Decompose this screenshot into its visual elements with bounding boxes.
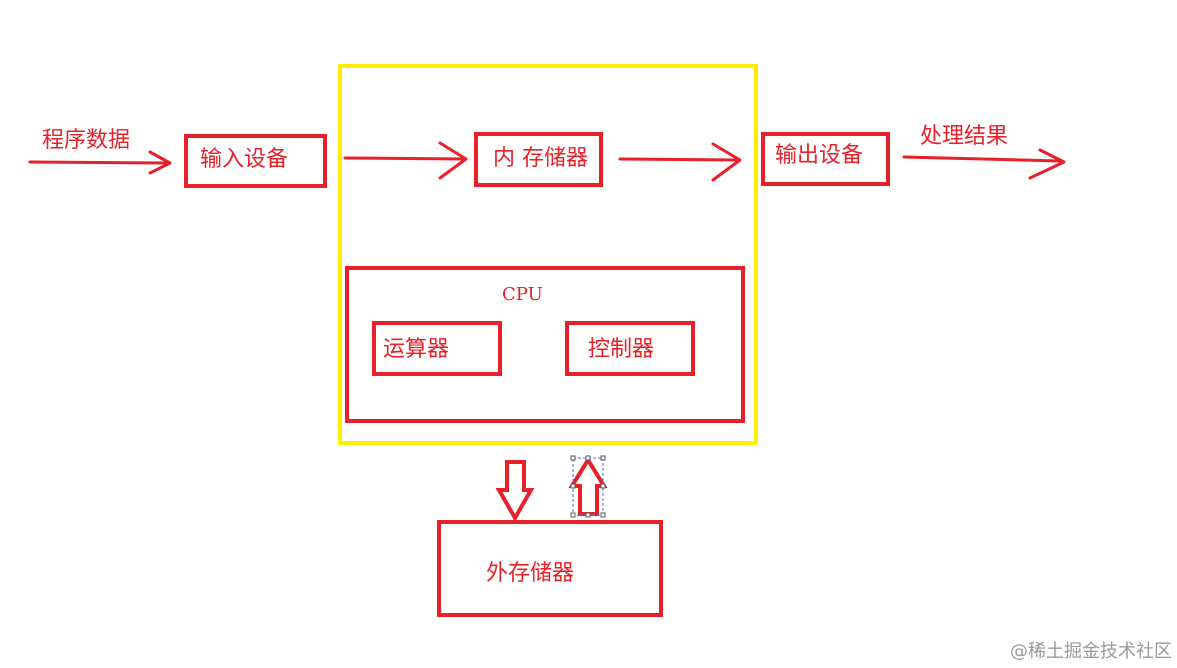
arrow-up-from-external (568, 456, 608, 516)
cpu-box (345, 266, 745, 423)
input-device-label: 输入设备 (200, 147, 289, 172)
controller-label: 控制器 (588, 337, 655, 362)
input-device-box (184, 134, 327, 188)
result-label: 处理结果 (920, 124, 1009, 149)
arrow-output-to-result (902, 148, 1066, 180)
external-storage-box (437, 520, 663, 617)
alu-label: 运算器 (383, 337, 450, 362)
arrow-down-to-external (495, 460, 535, 523)
memory-label: 内 存储器 (493, 146, 588, 171)
watermark: @稀土掘金技术社区 (1010, 641, 1172, 662)
memory-box (474, 132, 603, 187)
main-frame (338, 64, 758, 445)
arrow-memory-to-output (618, 142, 742, 182)
controller-box (565, 321, 695, 376)
selection-handles[interactable] (570, 455, 606, 518)
external-storage-label: 外存储器 (486, 561, 575, 586)
arrow-input-to-memory (343, 141, 468, 180)
output-device-label: 输出设备 (775, 143, 864, 168)
output-device-box (761, 132, 890, 186)
program-data-label: 程序数据 (42, 128, 131, 153)
arrow-program-to-input (28, 150, 172, 175)
alu-box (372, 321, 502, 376)
cpu-label: CPU (502, 284, 543, 305)
